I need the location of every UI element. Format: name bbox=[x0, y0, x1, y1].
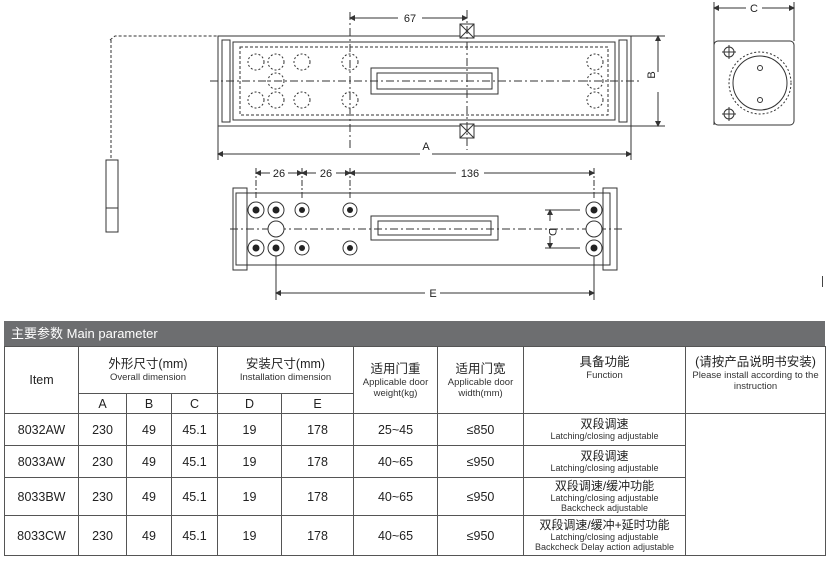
cell-a: 230 bbox=[78, 477, 127, 516]
cell-weight: 25~45 bbox=[353, 413, 439, 446]
table-title: 主要参数 Main parameter bbox=[4, 321, 825, 346]
cell-b: 49 bbox=[126, 445, 172, 478]
cell-e: 178 bbox=[280, 445, 355, 478]
header-install-en: Installation dimension bbox=[239, 372, 332, 383]
header-item: Item bbox=[4, 346, 79, 414]
dim-a-label: A bbox=[422, 141, 430, 153]
table-row: 8033BW 230 49 45.1 19 178 40~65 ≤950 双段调… bbox=[4, 477, 826, 516]
cell-e: 178 bbox=[280, 515, 355, 556]
table-row: 8033CW 230 49 45.1 19 178 40~65 ≤950 双段调… bbox=[4, 515, 826, 556]
function-cn: 双段调速 bbox=[580, 417, 629, 431]
cell-weight: 40~65 bbox=[353, 445, 439, 478]
dim-e-label: E bbox=[429, 288, 436, 300]
cell-item: 8033AW bbox=[4, 445, 79, 478]
header-overall-cn: 外形尺寸(mm) bbox=[108, 357, 188, 371]
header-width: 适用门宽 Applicable door width(mm) bbox=[437, 346, 525, 414]
cell-b: 49 bbox=[126, 413, 172, 446]
header-overall: 外形尺寸(mm) Overall dimension bbox=[78, 346, 218, 394]
function-cn: 双段调速/缓冲功能 bbox=[554, 479, 655, 493]
cell-note bbox=[685, 413, 827, 556]
cell-b: 49 bbox=[126, 515, 172, 556]
header-weight: 适用门重 Applicable door weight(kg) bbox=[353, 346, 439, 414]
parameter-table: Item 外形尺寸(mm) Overall dimension 安装尺寸(mm)… bbox=[4, 346, 827, 556]
cell-width: ≤950 bbox=[437, 515, 525, 556]
cell-function: 双段调速 Latching/closing adjustable bbox=[523, 413, 687, 446]
dim-d-label: D bbox=[546, 228, 558, 236]
cell-function: 双段调速 Latching/closing adjustable bbox=[523, 445, 687, 478]
header-width-cn: 适用门宽 bbox=[455, 361, 506, 376]
cell-weight: 40~65 bbox=[353, 477, 439, 516]
header-function: 具备功能 Function bbox=[523, 346, 687, 414]
header-note-en: Please install according to the instruct… bbox=[692, 370, 819, 392]
header-function-en: Function bbox=[586, 370, 623, 381]
header-weight-en: Applicable door weight(kg) bbox=[362, 376, 429, 399]
function-en-2: Backcheck Delay action adjustable bbox=[534, 542, 675, 552]
cell-a: 230 bbox=[78, 445, 127, 478]
function-en-2: Backcheck adjustable bbox=[560, 503, 649, 513]
table-row: 8033AW 230 49 45.1 19 178 40~65 ≤950 双段调… bbox=[4, 445, 826, 478]
cell-item: 8032AW bbox=[4, 413, 79, 446]
cell-item: 8033CW bbox=[4, 515, 79, 556]
cell-e: 178 bbox=[280, 413, 355, 446]
cell-c: 45.1 bbox=[171, 477, 218, 516]
edge-tick bbox=[822, 276, 823, 287]
cell-weight: 40~65 bbox=[353, 515, 439, 556]
function-en-1: Latching/closing adjustable bbox=[550, 431, 659, 441]
header-note: (请按产品说明书安装) Please install according to … bbox=[685, 346, 827, 414]
function-en-1: Latching/closing adjustable bbox=[550, 532, 659, 542]
subheader-c: C bbox=[171, 393, 218, 414]
cell-d: 19 bbox=[217, 477, 282, 516]
dim-26-label-1: 26 bbox=[273, 168, 285, 180]
header-install-cn: 安装尺寸(mm) bbox=[245, 357, 326, 371]
subheader-a: A bbox=[78, 393, 127, 414]
function-cn: 双段调速 bbox=[580, 449, 629, 463]
dim-136-label: 136 bbox=[461, 168, 479, 180]
side-view bbox=[713, 2, 795, 126]
subheader-b: B bbox=[126, 393, 172, 414]
header-function-cn: 具备功能 bbox=[579, 355, 630, 369]
table-row: 8032AW 230 49 45.1 19 178 25~45 ≤850 双段调… bbox=[4, 413, 827, 556]
cell-d: 19 bbox=[217, 445, 282, 478]
cell-c: 45.1 bbox=[171, 515, 218, 556]
dim-c-label: C bbox=[750, 3, 758, 15]
function-en-1: Latching/closing adjustable bbox=[550, 493, 659, 503]
subheader-e: E bbox=[280, 393, 355, 414]
parameter-section: 主要参数 Main parameter Item 外形尺寸(mm) Overal… bbox=[4, 321, 827, 556]
plate-view bbox=[230, 168, 625, 300]
cell-a: 230 bbox=[78, 413, 127, 446]
cell-width: ≤850 bbox=[437, 413, 525, 446]
header-width-en: Applicable door width(mm) bbox=[447, 376, 514, 399]
cell-c: 45.1 bbox=[171, 445, 218, 478]
cell-d: 19 bbox=[217, 413, 282, 446]
dim-26-label-2: 26 bbox=[320, 168, 332, 180]
cell-item: 8033BW bbox=[4, 477, 79, 516]
cell-b: 49 bbox=[126, 477, 172, 516]
technical-drawing: 67 B A C 26 26 136 D E bbox=[105, 2, 795, 300]
cell-width: ≤950 bbox=[437, 445, 525, 478]
cell-c: 45.1 bbox=[171, 413, 218, 446]
top-view bbox=[105, 10, 665, 233]
cell-a: 230 bbox=[78, 515, 127, 556]
header-note-cn: (请按产品说明书安装) bbox=[695, 355, 816, 369]
cell-function: 双段调速/缓冲+延时功能 Latching/closing adjustable… bbox=[523, 515, 687, 556]
dim-b-label: B bbox=[646, 71, 658, 78]
cell-width: ≤950 bbox=[437, 477, 525, 516]
cell-function: 双段调速/缓冲功能 Latching/closing adjustable Ba… bbox=[523, 477, 687, 516]
function-en-1: Latching/closing adjustable bbox=[550, 463, 659, 473]
function-cn: 双段调速/缓冲+延时功能 bbox=[539, 518, 670, 532]
dim-67-label: 67 bbox=[404, 13, 416, 25]
header-install: 安装尺寸(mm) Installation dimension bbox=[216, 346, 355, 394]
cell-d: 19 bbox=[217, 515, 282, 556]
cell-e: 178 bbox=[280, 477, 355, 516]
subheader-d: D bbox=[217, 393, 282, 414]
header-overall-en: Overall dimension bbox=[109, 372, 187, 383]
header-weight-cn: 适用门重 bbox=[370, 361, 421, 376]
